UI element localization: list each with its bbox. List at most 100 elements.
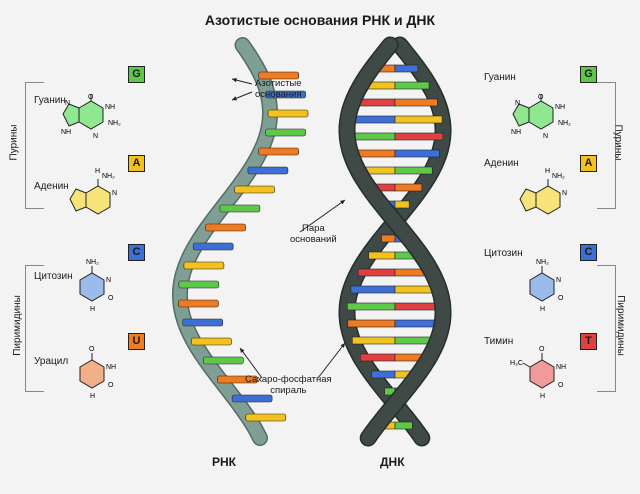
right-guanine-molecule: O NH NH₂ N N NH	[511, 94, 571, 140]
left-cytosine-o: O	[108, 295, 114, 302]
purines-bracket-left	[25, 82, 44, 209]
dna-base-half	[394, 132, 444, 141]
right-guanine-o: O	[538, 94, 544, 101]
dna-base-half	[394, 115, 443, 124]
dna-base-half	[394, 166, 433, 175]
left-cytosine-molecule: NH₂ N O H	[79, 259, 114, 313]
dna-caption: ДНК	[380, 455, 405, 469]
purines-bracket-right	[597, 82, 616, 209]
right-adenine-name: Аденин	[484, 158, 519, 169]
nitrogen-bases-arrow-2-head	[232, 96, 237, 101]
rna-caption: РНК	[212, 455, 236, 469]
rna-base-bar	[234, 185, 275, 194]
right-thymine-name: Тимин	[484, 336, 514, 347]
dna-base-half	[394, 98, 438, 107]
rna-base-bar	[182, 318, 223, 327]
left-adenine-n: N	[112, 190, 117, 197]
left-badge-u: U	[128, 333, 145, 350]
pyrimidines-bracket-right	[597, 265, 616, 392]
rna-base-bar	[258, 71, 300, 80]
left-guanine-nh: NH	[105, 104, 115, 111]
left-uracil-h: H	[90, 393, 95, 400]
left-badge-c: C	[128, 244, 145, 261]
right-adenine-h: H	[545, 168, 550, 175]
dna-base-half	[357, 268, 396, 277]
rna-base-bar	[205, 223, 246, 232]
sugar-phosphate-arrow-rna	[239, 347, 263, 379]
right-thymine-h3c: H₃C	[510, 360, 523, 367]
pyrimidines-bracket-left	[25, 265, 44, 392]
dna-base-half	[394, 183, 423, 192]
rna-base-bar	[178, 299, 219, 308]
left-cytosine-n: N	[106, 277, 111, 284]
dna-base-half	[351, 336, 396, 345]
dna-strand-2	[340, 38, 450, 445]
left-guanine-nh2: NH₂	[108, 120, 121, 127]
left-guanine-o: O	[88, 94, 94, 101]
left-guanine-molecule: O NH NH₂ N N NH	[61, 94, 121, 140]
rna-base-bar	[247, 166, 289, 175]
right-thymine-o2: O	[558, 382, 564, 389]
rna-base-bar	[203, 356, 244, 365]
left-cytosine-h: H	[90, 306, 95, 313]
dna-base-half	[394, 421, 413, 430]
right-guanine-name: Гуанин	[484, 72, 516, 83]
dna-base-half	[350, 285, 396, 294]
annotation-sugar-phosphate-text: Сахаро-фосфатная спираль	[245, 374, 332, 396]
left-guanine-nh-ring: NH	[61, 129, 71, 136]
right-badge-a: A	[580, 155, 597, 172]
rna-base-bar	[265, 128, 306, 137]
sugar-phosphate-arrow-dna	[317, 342, 346, 379]
left-adenine-nh2: NH₂	[102, 173, 115, 180]
right-thymine-h: H	[540, 393, 545, 400]
base-pair-arrow-head	[340, 200, 345, 205]
rna-base-bar	[217, 375, 258, 384]
dna-base-half	[368, 251, 396, 260]
left-guanine-name: Гуанин	[34, 95, 66, 106]
left-cytosine-nh2: NH₂	[86, 259, 99, 266]
annotation-sugar-phosphate: Сахаро-фосфатная спираль	[245, 374, 332, 396]
left-adenine-h: H	[95, 168, 100, 175]
annotation-nitrogen-bases: Азотистые основания	[255, 78, 302, 100]
left-cytosine-name: Цитозин	[34, 271, 73, 282]
dna-base-half	[394, 81, 430, 90]
right-guanine-nh-ring: NH	[511, 129, 521, 136]
right-thymine-o1: O	[539, 346, 545, 353]
rna-base-bar	[219, 204, 261, 213]
right-cytosine-h: H	[540, 306, 545, 313]
left-guanine-n2: N	[93, 133, 98, 140]
rna-base-bar	[245, 413, 287, 422]
dna-base-half	[360, 353, 396, 362]
annotation-base-pair: Пара оснований	[290, 223, 337, 245]
rna-base-bar	[191, 337, 232, 346]
right-adenine-nh2: NH₂	[552, 173, 565, 180]
right-cytosine-name: Цитозин	[484, 248, 523, 259]
dna-strand-1	[340, 38, 450, 445]
left-guanine-n1: N	[65, 100, 70, 107]
left-uracil-o1: O	[89, 346, 95, 353]
sugar-phosphate-arrow-dna-head	[340, 343, 345, 348]
right-adenine-n: N	[562, 190, 567, 197]
right-cytosine-o: O	[558, 295, 564, 302]
right-badge-g: G	[580, 66, 597, 83]
rna-base-bar	[231, 394, 273, 403]
diagram-title: Азотистые основания РНК и ДНК	[204, 12, 436, 28]
rna-base-bar	[183, 261, 225, 270]
right-badge-t: T	[580, 333, 597, 350]
sugar-phosphate-arrow-rna-head	[240, 348, 245, 353]
rna-base-bar	[267, 109, 309, 118]
right-guanine-nh2: NH₂	[558, 120, 571, 127]
dna-base-half	[346, 302, 396, 311]
left-uracil-molecule: O NH O H	[79, 346, 116, 400]
dna-base-half	[347, 319, 396, 328]
dna-base-half	[381, 234, 396, 243]
right-thymine-nh: NH	[556, 364, 566, 371]
right-cytosine-molecule: NH₂ N O H	[529, 259, 564, 313]
right-thymine-molecule: H₃C O NH O H	[510, 346, 566, 400]
left-uracil-o2: O	[108, 382, 114, 389]
annotation-base-pair-text: Пара оснований	[290, 223, 337, 245]
left-adenine-name: Аденин	[34, 181, 69, 192]
base-pair-arrow	[299, 199, 346, 233]
right-cytosine-n: N	[556, 277, 561, 284]
